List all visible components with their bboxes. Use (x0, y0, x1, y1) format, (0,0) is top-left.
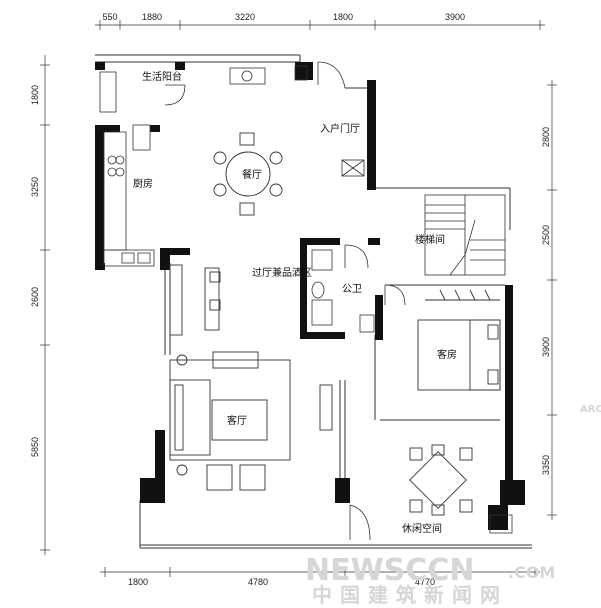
label-utility-balcony: 生活阳台 (142, 70, 182, 83)
dim-top-1: 550 (102, 12, 117, 22)
guest-bed (417, 289, 501, 391)
dim-bottom-2: 4780 (248, 577, 268, 587)
watermark-domain: .COM (508, 563, 555, 582)
label-entrance-hall: 入户门厅 (320, 122, 360, 135)
label-kitchen: 厨房 (133, 177, 153, 190)
walls (95, 62, 525, 530)
watermark-chinese: 中国建筑新闻网 (312, 583, 508, 607)
label-living: 客厅 (227, 414, 247, 427)
door-swings (164, 61, 406, 541)
watermark: NEWSCCN .COM 中国建筑新闻网 ARC (305, 404, 601, 607)
dim-right-4: 3350 (541, 455, 551, 475)
toilet-fixtures (311, 249, 375, 333)
dim-bottom-3: 4770 (415, 577, 435, 587)
dim-right-2: 2500 (541, 225, 551, 245)
label-leisure: 休闲空间 (402, 522, 442, 535)
dimension-lines (40, 20, 557, 577)
dim-top-5: 3900 (445, 12, 465, 22)
dim-left-4: 5850 (30, 437, 40, 457)
dim-right-1: 2800 (541, 127, 551, 147)
dim-top-3: 3220 (235, 12, 255, 22)
label-toilet: 公卫 (342, 284, 362, 295)
dim-top-4: 1800 (333, 12, 353, 22)
balcony-fixtures (229, 65, 308, 85)
label-corridor-bar: 过厅兼品酒区 (252, 266, 312, 279)
watermark-edge: ARC (580, 404, 601, 415)
dim-right-3: 3900 (541, 337, 551, 357)
entrance-cabinet (341, 159, 365, 177)
thin-walls (95, 54, 532, 549)
living-furniture (169, 351, 333, 491)
staircase (424, 194, 506, 276)
dim-top-2: 1880 (142, 12, 162, 22)
kitchen-counter (99, 71, 155, 267)
dim-bottom-1: 1800 (128, 577, 148, 587)
bar-counter (169, 264, 221, 336)
leisure-table (409, 444, 473, 516)
ac-label: AC (496, 521, 507, 530)
dining-table (213, 132, 283, 216)
label-stair: 楼梯间 (415, 233, 445, 246)
dim-left-2: 3250 (30, 177, 40, 197)
dim-left-3: 2600 (30, 287, 40, 307)
label-guest-room: 客房 (437, 348, 457, 361)
dim-left-1: 1800 (30, 85, 40, 105)
ac-unit: AC (489, 514, 513, 534)
watermark-latin: NEWSCCN (305, 553, 474, 588)
label-dining: 餐厅 (242, 168, 262, 181)
